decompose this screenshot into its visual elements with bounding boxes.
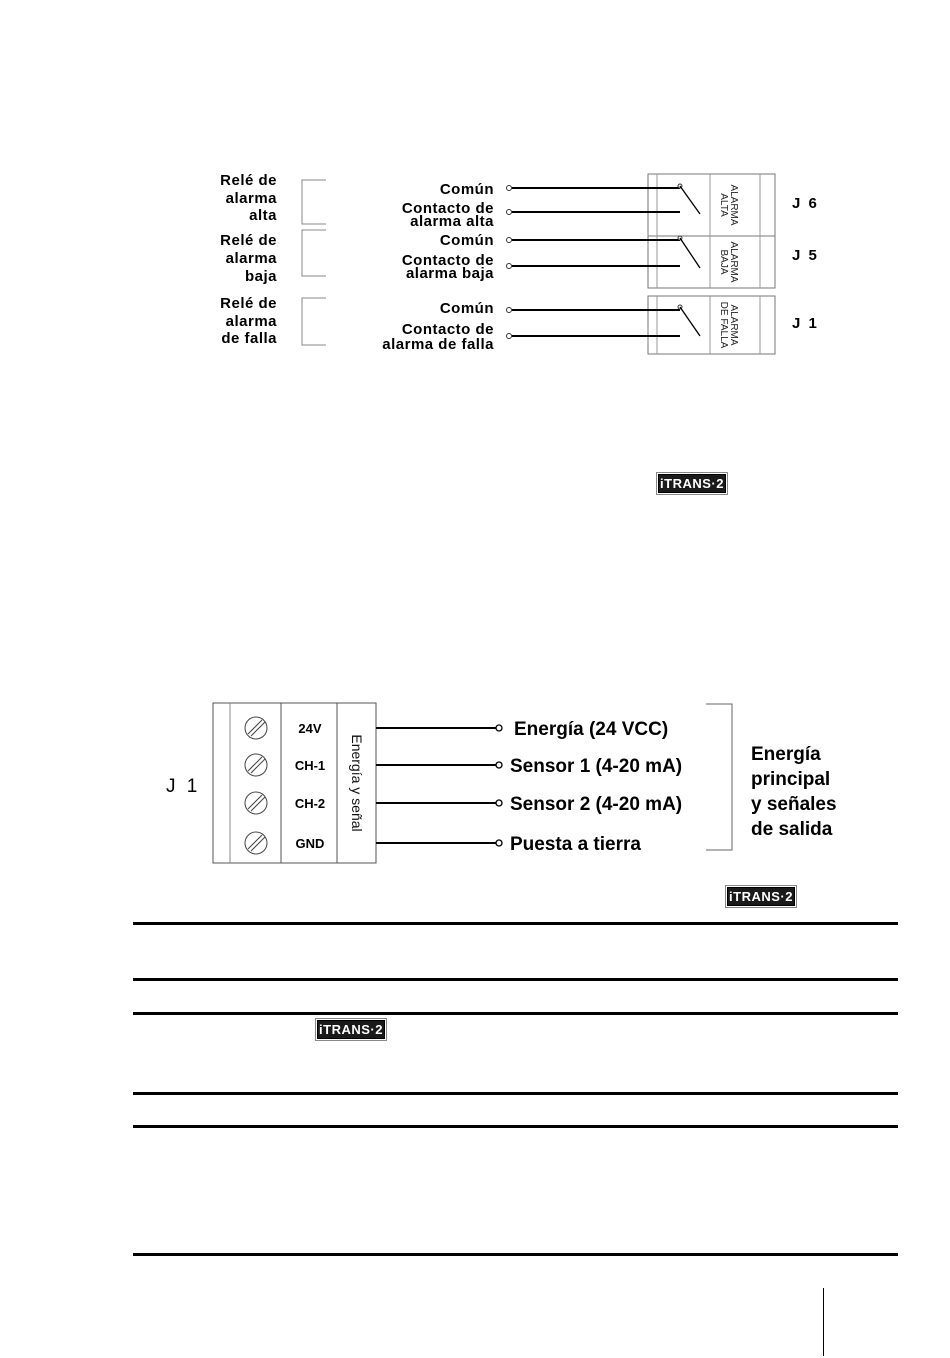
relay-group-bracket (301, 297, 326, 346)
signal-group-label: y señales (751, 794, 837, 815)
pin-label: CH-2 (295, 796, 325, 811)
terminal-label: alarma baja (406, 265, 494, 282)
block-label-text: ALTA (718, 193, 729, 217)
terminal-block-outline (647, 295, 776, 355)
relay-name-label: Relé de (220, 295, 277, 312)
section-rule (133, 922, 898, 925)
screw-slot (247, 756, 263, 772)
block-label-text: ALARMA (728, 304, 739, 345)
terminal-node (506, 333, 512, 339)
terminal-screw-icon (244, 753, 268, 777)
pin-label: 24V (298, 721, 321, 736)
terminal-node (495, 839, 503, 847)
relay-name-label: alarma (226, 190, 278, 207)
relay-group-bracket (301, 179, 326, 225)
relay-name-label: baja (245, 268, 277, 285)
terminal-node (495, 761, 503, 769)
relay-name-label: alta (249, 207, 277, 224)
block-label-text: ALARMA (728, 241, 739, 282)
screw-slot (247, 794, 263, 810)
section-rule (133, 1092, 898, 1095)
signal-group-bracket (706, 703, 733, 851)
screw-slot (250, 721, 266, 737)
page-margin-bar (823, 1288, 824, 1356)
terminal-label: Común (440, 300, 494, 317)
terminal-label: alarma alta (410, 213, 494, 230)
signal-group-label: Energía (751, 744, 821, 765)
screw-slot (247, 719, 263, 735)
itrans-2-logo: iTRANS·2 (315, 1018, 387, 1041)
itrans-2-logo: iTRANS·2 (656, 472, 728, 495)
terminal-node (506, 307, 512, 313)
screw-slot (247, 834, 263, 850)
block-label: Energía y señal (349, 734, 365, 831)
terminal-label: alarma de falla (382, 336, 494, 353)
relay-name-label: alarma (226, 250, 278, 267)
terminal-node (506, 185, 512, 191)
connector-label: J 1 (792, 315, 819, 332)
signal-label: Sensor 2 (4-20 mA) (510, 794, 682, 815)
terminal-label: Contacto de (402, 200, 494, 217)
terminal-label: Común (440, 232, 494, 249)
terminal-block-outline (212, 702, 377, 864)
signal-group-label: principal (751, 769, 830, 790)
terminal-node (506, 263, 512, 269)
screw-slot (250, 796, 266, 812)
connector-label: J 1 (166, 776, 200, 797)
relay-switch (679, 306, 701, 337)
terminal-node (495, 724, 503, 732)
connector-label: J 6 (792, 195, 819, 212)
signal-label: Sensor 1 (4-20 mA) (510, 756, 682, 777)
pin-label: GND (296, 836, 325, 851)
relay-switch (679, 237, 701, 269)
terminal-block-outline (647, 173, 776, 289)
section-rule (133, 1012, 898, 1015)
relay-name-label: de falla (221, 330, 277, 347)
relay-group-bracket (301, 229, 326, 277)
terminal-node (495, 799, 503, 807)
block-label-text: DE FALLA (718, 302, 729, 349)
connector-label: J 5 (792, 247, 819, 264)
relay-name-label: Relé de (220, 232, 277, 249)
terminal-screw-icon (244, 716, 268, 740)
block-label-text: BAJA (718, 249, 729, 274)
signal-group-label: de salida (751, 819, 833, 840)
block-label-text: ALARMA (728, 184, 739, 225)
section-rule (133, 1125, 898, 1128)
signal-label: Puesta a tierra (510, 834, 641, 855)
terminal-screw-icon (244, 831, 268, 855)
screw-slot (250, 836, 266, 852)
relay-name-label: Relé de (220, 172, 277, 189)
pin-label: CH-1 (295, 758, 325, 773)
screw-slot (250, 758, 266, 774)
itrans-2-logo: iTRANS·2 (725, 885, 797, 908)
terminal-node (506, 209, 512, 215)
relay-name-label: alarma (226, 313, 278, 330)
section-rule (133, 1253, 898, 1256)
relay-switch (679, 185, 701, 215)
terminal-label: Contacto de (402, 321, 494, 338)
section-rule (133, 978, 898, 981)
power-signal-wiring-diagram: J 1 Energía y señal 24V Energía (24 VCC) CH-… (166, 702, 837, 864)
terminal-label: Contacto de (402, 252, 494, 269)
block-label-text: Energía y señal (349, 734, 365, 831)
signal-label: Energía (24 VCC) (514, 719, 668, 740)
terminal-label: Común (440, 181, 494, 198)
terminal-node (506, 237, 512, 243)
terminal-screw-icon (244, 791, 268, 815)
